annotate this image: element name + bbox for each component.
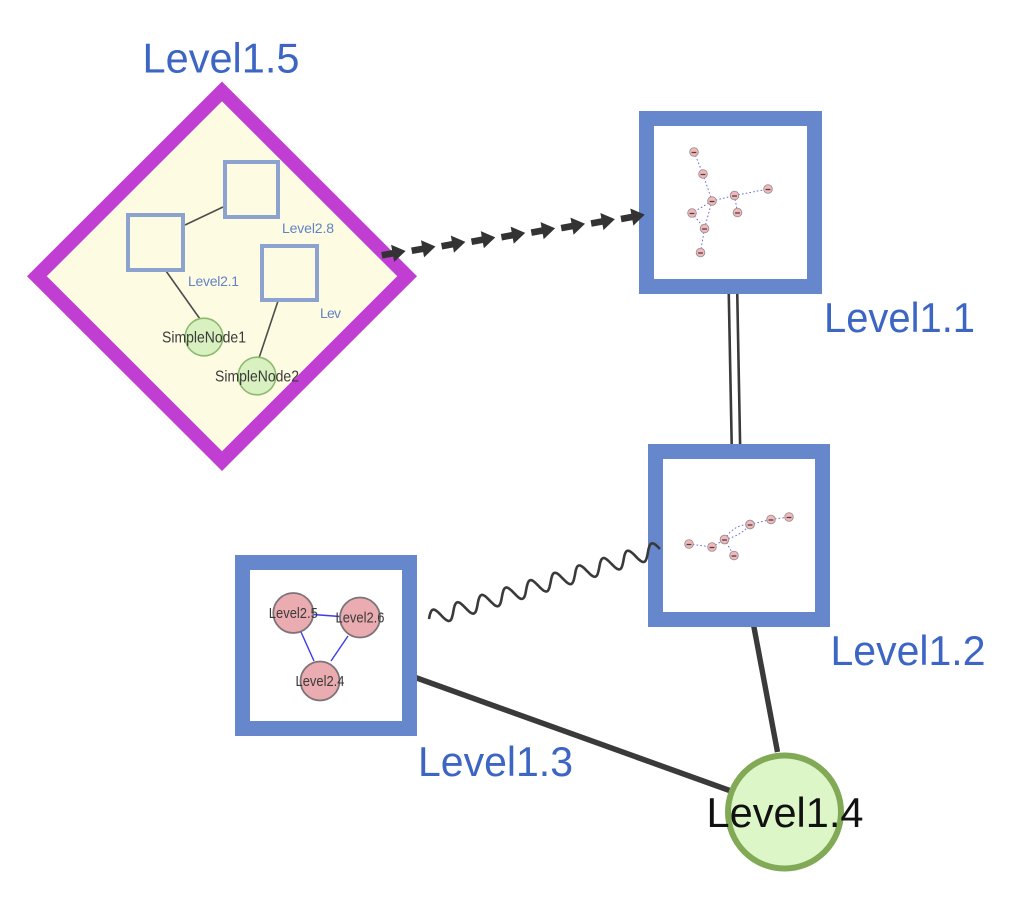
svg-text:Level2.8: Level2.8 [282,220,334,236]
svg-text:Level1.4: Level1.4 [707,789,864,836]
svg-text:Level1.3: Level1.3 [418,738,573,785]
svg-text:Level1.5: Level1.5 [143,35,300,82]
svg-text:Level2.5: Level2.5 [269,605,318,622]
svg-text:SimpleNode1: SimpleNode1 [162,330,246,347]
svg-text:SimpleNode2: SimpleNode2 [215,369,299,386]
svg-text:Level2.1: Level2.1 [188,273,239,289]
svg-text:Level1.1: Level1.1 [824,294,975,341]
svg-text:Level1.2: Level1.2 [831,627,986,674]
svg-text:Level2.4: Level2.4 [296,673,345,690]
svg-text:Level2.6: Level2.6 [336,610,385,627]
svg-text:Lev: Lev [320,305,341,321]
